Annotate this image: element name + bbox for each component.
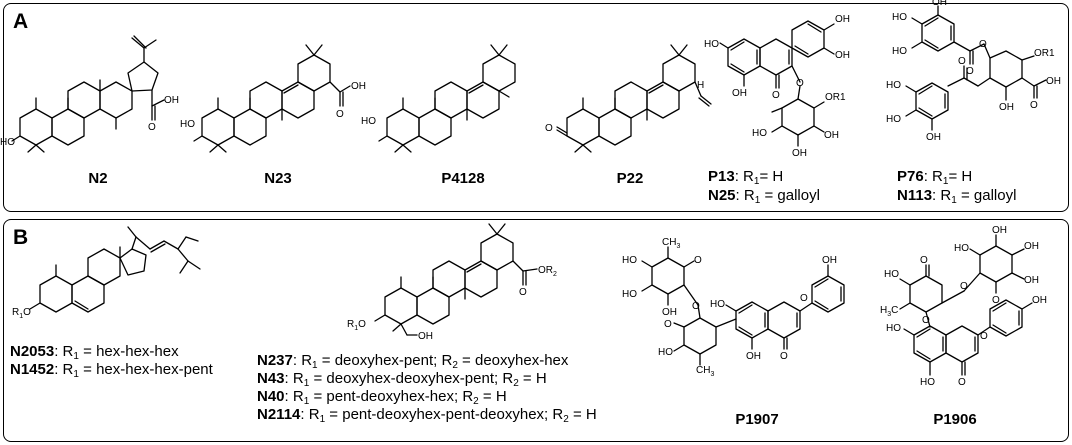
n23-ho: HO [180,119,195,130]
p1906-ho-2: HO [884,269,899,280]
panel-letter-b: B [13,226,29,249]
p1906-o-2: O [922,315,930,326]
structure-p1907: CH3 O HO HO OH O O HO CH3 HO OH O O OH [622,237,845,378]
p1907-o-2: O [664,319,672,330]
label-n43: N43: R1 = deoxyhex-deoxyhex-pent; R2 = H [257,370,547,389]
p76-oh-3: OH [999,102,1014,113]
p1906-o-4: O [980,331,988,342]
p76-ho-2: HO [892,46,907,57]
n23-o: O [336,109,344,120]
structure-p13: HO OH O OH OH O OR1 OH OH HO [704,14,850,159]
label-n23: N23 [264,170,292,187]
p1907-o-ring1: O [694,255,702,266]
p76-o-4: O [958,56,966,67]
p1906-o-link: O [960,281,968,292]
p1907-ho-4: HO [710,299,725,310]
p1906-oh-4: OH [1032,295,1047,306]
p76-o-1: O [966,66,974,77]
structure-p4128: HO [361,44,516,153]
p1906-o-1: O [992,295,1000,306]
p1907-o-link: O [692,301,700,312]
n23-oh: OH [351,81,366,92]
p1907-ho-3: HO [658,347,673,358]
label-p22: P22 [616,170,644,187]
n237-r1o: R1O [347,319,366,332]
p76-o-2: O [979,39,987,50]
structure-n237: OR2 O R1O OH [347,223,557,342]
label-n113: N113: R1 = galloyl [897,187,1017,206]
p13-oh-5: OH [732,88,747,99]
panel-letter-a: A [13,10,29,33]
label-p76: P76: R1= H [897,168,973,187]
p13-o-link: O [796,78,804,89]
p1907-oh-1: OH [662,307,677,318]
p76-or1: OR1 [1034,48,1055,59]
structure-p1906: OH HO OH OH O O O HO H3C O HO HO O O OH [880,225,1047,388]
p1907-ho-2: HO [622,289,637,300]
p76-ho-3: HO [886,80,901,91]
label-n40: N40: R1 = pent-deoxyhex-hex; R2 = H [257,388,507,407]
n237-oh: OH [418,331,433,342]
label-n237: N237: R1 = deoxyhex-pent; R2 = deoxyhex-… [257,352,569,371]
p76-oh-2: OH [1046,76,1061,87]
label-p4128: P4128 [441,170,485,187]
label-n2053: N2053: R1 = hex-hex-hex [10,343,179,362]
p13-ho-1: HO [704,39,719,50]
p1907-oh-b: OH [822,255,837,266]
n2053-r1o: R1O [12,307,31,320]
label-n1452: N1452: R1 = hex-hex-hex-pent [10,361,213,380]
p76-oh-1: OH [932,0,947,8]
label-n25: N25: R1 = galloyl [708,187,820,206]
p1906-oh-3: OH [1024,275,1039,286]
n2-ho: HO [0,137,15,148]
structure-n23: HO OH O [180,44,366,153]
p22-o: O [545,123,553,134]
p1906-ho-1: HO [954,243,969,254]
p76-ho-4: HO [886,114,901,125]
p1906-ho-3: HO [886,323,901,334]
n2-o: O [148,122,156,133]
p13-oh-4: OH [835,50,850,61]
p1907-oh-5: OH [746,351,761,362]
p1906-h3c: H3C [880,305,898,318]
p76-ho-1: HO [892,12,907,23]
p1906-o-3: O [958,377,966,388]
p1906-o-ketone: O [920,255,928,266]
p13-o-ketone: O [772,90,780,101]
p76-oh-4: OH [926,132,941,143]
p13-oh-3: OH [835,14,850,25]
structure-n2053: R1O [12,226,201,320]
p76-o-3: O [1030,100,1038,111]
panel-a: A [3,3,1069,212]
p1906-oh-2: OH [1024,241,1039,252]
label-n2: N2 [88,170,108,187]
p1907-o-ketone: O [780,351,788,362]
n2-rings [11,35,165,153]
p22-h: H [697,80,704,91]
label-p1907: P1907 [735,411,779,428]
p13-oh-b: OH [792,148,807,159]
n2-oh: OH [164,95,179,106]
p13-or1: OR1 [825,92,846,103]
p1907-ho-1: HO [622,255,637,266]
p13-oh-a: OH [824,130,839,141]
p1907-o-ring: O [800,293,808,304]
n237-o: O [519,287,527,298]
p1907-ch3-2: CH3 [696,365,714,378]
p1907-ch3: CH3 [662,237,680,250]
label-n2114: N2114: R1 = pent-deoxyhex-pent-deoxyhex;… [257,406,597,425]
p1906-oh-1: OH [992,225,1007,236]
structure-p22: O H [545,44,712,153]
p4128-ho: HO [361,116,376,127]
panel-b: B [3,219,1069,442]
label-p13: P13: R1= H [708,168,784,187]
n237-or2: OR2 [538,265,557,278]
structure-p76: OH HO HO O O OR1 OH O OH O HO HO OH [886,0,1061,143]
p13-ho-2: HO [752,128,767,139]
label-p1906: P1906 [933,411,977,428]
p1906-ho-4: HO [920,377,935,388]
